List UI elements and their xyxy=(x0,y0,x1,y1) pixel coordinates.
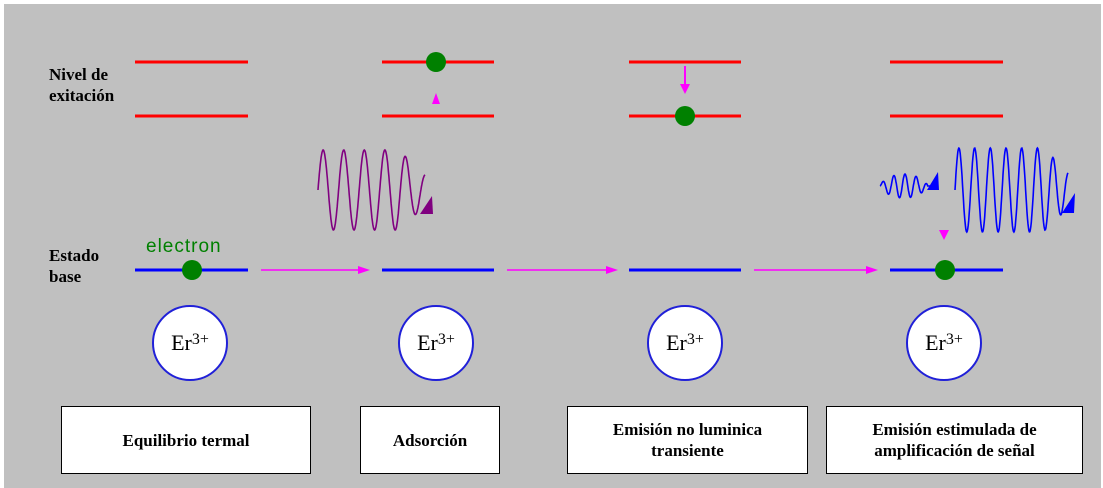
ground-state-label: Estado base xyxy=(49,245,99,287)
caption-line: transiente xyxy=(613,440,762,461)
ion-symbol: Er xyxy=(171,330,192,356)
electron-dot xyxy=(675,106,695,126)
caption-line: Emisión no luminica xyxy=(613,419,762,440)
ion-symbol: Er xyxy=(417,330,438,356)
electron-dot xyxy=(935,260,955,280)
ion-charge: 3+ xyxy=(946,331,963,349)
caption-line: Adsorción xyxy=(393,430,467,451)
ion-symbol: Er xyxy=(666,330,687,356)
electron-label: electron xyxy=(146,236,222,257)
excited-level-label: Nivel de exitación xyxy=(49,64,114,106)
ion-charge: 3+ xyxy=(192,331,209,349)
stage-caption-thermal-equilibrium: Equilibrio termal xyxy=(61,406,311,474)
ion-charge: 3+ xyxy=(438,331,455,349)
ground-state-label-line: base xyxy=(49,266,99,287)
ground-state-label-line: Estado xyxy=(49,245,99,266)
caption-line: Equilibrio termal xyxy=(122,430,249,451)
stage-caption-absorption: Adsorción xyxy=(360,406,500,474)
electron-dot xyxy=(182,260,202,280)
ion-charge: 3+ xyxy=(687,331,704,349)
caption-line: amplificación de señal xyxy=(872,440,1036,461)
electron-dot xyxy=(426,52,446,72)
stage-caption-stimulated-emission: Emisión estimulada de amplificación de s… xyxy=(826,406,1083,474)
ion-symbol: Er xyxy=(925,330,946,356)
excited-level-label-line: Nivel de xyxy=(49,64,114,85)
stage-caption-non-radiative-emission: Emisión no luminica transiente xyxy=(567,406,808,474)
caption-line: Emisión estimulada de xyxy=(872,419,1036,440)
excited-level-label-line: exitación xyxy=(49,85,114,106)
